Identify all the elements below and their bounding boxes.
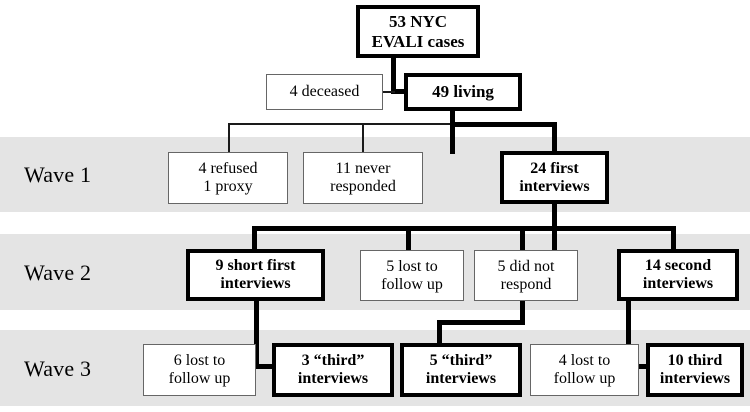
node-never-responded-line1: 11 never (335, 160, 391, 178)
connector-drop-lost-w2 (406, 226, 411, 251)
connector-w3-mid-bus (437, 320, 525, 325)
node-root[interactable]: 53 NYC EVALI cases (356, 5, 480, 58)
connector-wave1-bus-thin (228, 123, 453, 125)
connector-root-down (391, 56, 396, 93)
connector-no-respond-down (520, 298, 525, 324)
connector-root-to-living (391, 89, 409, 94)
node-lost-followup-wave2[interactable]: 5 lost to follow up (360, 250, 464, 301)
node-refused-line1: 4 refused (198, 160, 258, 178)
node-third-interviews-10-line1: 10 third (667, 352, 723, 370)
node-refused[interactable]: 4 refused 1 proxy (168, 152, 288, 204)
node-lost-followup-wave3-a-line2: follow up (168, 370, 231, 387)
node-short-first-interviews-line1: 9 short first (215, 257, 296, 275)
node-short-first-interviews-line2: interviews (220, 275, 291, 292)
connector-wave1-bus-thick (450, 122, 557, 127)
node-root-line1: 53 NYC (388, 12, 448, 32)
node-third-interviews-10-line2: interviews (659, 370, 731, 387)
node-living[interactable]: 49 living (404, 73, 522, 111)
connector-drop-second-int (671, 226, 676, 251)
connector-second-int-right (626, 364, 654, 369)
connector-wave2-bus (252, 226, 676, 231)
connector-w3-mid-down (437, 320, 442, 349)
node-lost-followup-wave2-line1: 5 lost to (386, 257, 438, 275)
node-never-responded[interactable]: 11 never responded (303, 152, 423, 204)
node-third-interviews-3[interactable]: 3 “third” interviews (272, 343, 394, 397)
wave-label-1: Wave 1 (24, 162, 92, 187)
node-did-not-respond-wave2-line1: 5 did not (497, 257, 555, 275)
node-first-interviews-line1: 24 first (530, 159, 579, 177)
node-second-interviews-line2: interviews (642, 275, 714, 292)
node-refused-line2: 1 proxy (203, 178, 253, 195)
wave-label-3: Wave 3 (24, 356, 92, 381)
connector-deceased-stub (381, 91, 395, 93)
node-third-interviews-5-line1: 5 “third” (429, 352, 493, 370)
node-third-interviews-3-line1: 3 “third” (301, 352, 365, 370)
connector-drop-first-interviews (552, 122, 557, 154)
connector-drop-never-responded (362, 123, 364, 154)
connector-drop-short-first (252, 226, 257, 251)
node-second-interviews[interactable]: 14 second interviews (617, 249, 739, 301)
node-deceased[interactable]: 4 deceased (266, 74, 383, 110)
node-root-line2: EVALI cases (371, 31, 465, 51)
node-third-interviews-5[interactable]: 5 “third” interviews (400, 343, 522, 397)
node-third-interviews-3-line2: interviews (297, 370, 369, 387)
node-lost-followup-wave2-line2: follow up (381, 275, 443, 293)
node-lost-followup-wave3-b[interactable]: 4 lost to follow up (530, 344, 639, 396)
node-lost-followup-wave3-b-line1: 4 lost to (558, 352, 611, 370)
node-lost-followup-wave3-b-line2: follow up (553, 370, 616, 387)
connector-short-first-down (254, 298, 259, 369)
node-third-interviews-10[interactable]: 10 third interviews (646, 343, 744, 397)
node-third-interviews-5-line2: interviews (425, 370, 497, 387)
node-first-interviews-line2: interviews (519, 177, 590, 195)
connector-drop-refused (228, 123, 230, 154)
connector-second-int-down (626, 298, 631, 369)
node-living-line1: 49 living (432, 82, 494, 102)
connector-first-down (552, 200, 557, 251)
connector-drop-no-respond-w2 (520, 226, 525, 251)
node-deceased-line1: 4 deceased (289, 83, 360, 101)
node-short-first-interviews[interactable]: 9 short first interviews (186, 249, 325, 301)
node-never-responded-line2: responded (330, 178, 396, 195)
connector-short-first-right (254, 364, 282, 369)
node-first-interviews[interactable]: 24 first interviews (500, 151, 609, 204)
node-lost-followup-wave3-a-line1: 6 lost to (173, 352, 226, 370)
node-did-not-respond-wave2[interactable]: 5 did not respond (474, 250, 578, 301)
wave-label-2: Wave 2 (24, 260, 92, 285)
node-lost-followup-wave3-a[interactable]: 6 lost to follow up (143, 344, 256, 396)
node-second-interviews-line1: 14 second (644, 257, 712, 275)
node-did-not-respond-wave2-line2: respond (500, 275, 552, 293)
connector-living-down (450, 108, 455, 154)
